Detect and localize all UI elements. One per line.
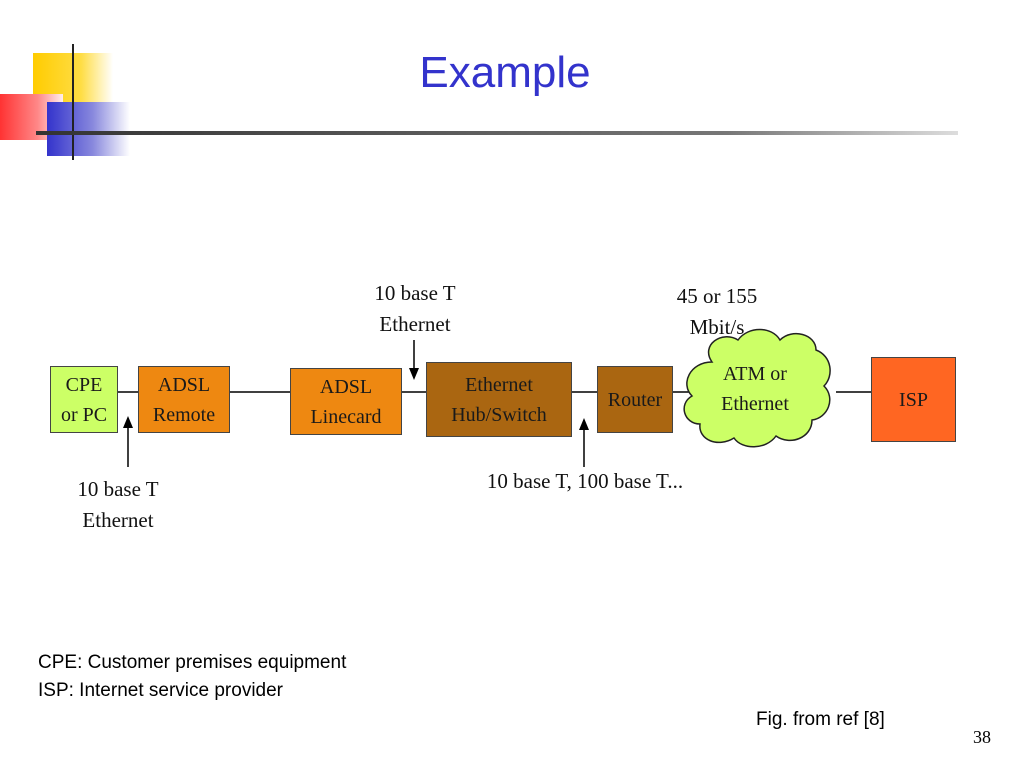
node-ethernet-hub: Ethernet Hub/Switch <box>426 362 572 437</box>
title-rule <box>36 131 958 135</box>
node-isp: ISP <box>871 357 956 442</box>
node-cpe: CPE or PC <box>50 366 118 433</box>
figure-source: Fig. from ref [8] <box>756 709 885 730</box>
note-isp-definition: ISP: Internet service provider <box>38 680 283 701</box>
atm-cloud-shape <box>683 328 831 448</box>
slide-title: Example <box>419 48 591 97</box>
arrowhead-cpe-link <box>123 416 133 428</box>
arrowhead-linecard-hub-link <box>409 368 419 380</box>
label-cpe-link: 10 base T Ethernet <box>77 477 159 532</box>
label-linecard-hub-link: 10 base T Ethernet <box>374 281 456 336</box>
node-adsl-linecard: ADSL Linecard <box>290 368 402 435</box>
deco-square-blue <box>47 102 130 156</box>
node-adsl-remote: ADSL Remote <box>138 366 230 433</box>
note-cpe-definition: CPE: Customer premises equipment <box>38 652 347 673</box>
arrowhead-hub-router-link <box>579 418 589 430</box>
label-cloud-speed: 45 or 155 Mbit/s <box>676 284 758 339</box>
label-hub-router-link: 10 base T, 100 base T... <box>486 469 684 493</box>
slide-number: 38 <box>973 727 991 747</box>
node-atm-cloud-label: ATM or Ethernet <box>721 363 789 415</box>
node-router: Router <box>597 366 673 433</box>
